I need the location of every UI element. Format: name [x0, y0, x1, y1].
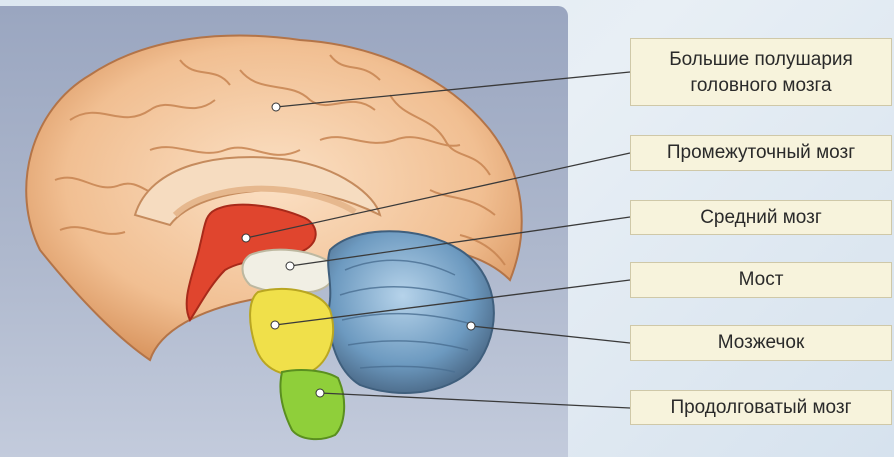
- pons: [250, 289, 333, 375]
- medulla-oblongata: [280, 370, 344, 439]
- midbrain: [243, 250, 334, 293]
- label-cerebral-hemispheres: Большие полушария головного мозга: [630, 38, 892, 106]
- label-medulla-oblongata: Продолговатый мозг: [630, 390, 892, 425]
- label-pons-text: Мост: [631, 268, 891, 292]
- label-midbrain: Средний мозг: [630, 200, 892, 235]
- label-cerebral-hemispheres-line1: Большие полушария: [631, 47, 891, 73]
- label-midbrain-text: Средний мозг: [631, 206, 891, 230]
- label-cerebellum-text: Мозжечок: [631, 331, 891, 355]
- label-cerebral-hemispheres-line2: головного мозга: [631, 73, 891, 99]
- label-pons: Мост: [630, 262, 892, 298]
- label-cerebellum: Мозжечок: [630, 325, 892, 361]
- cerebellum: [328, 231, 494, 393]
- label-diencephalon: Промежуточный мозг: [630, 135, 892, 171]
- label-diencephalon-text: Промежуточный мозг: [631, 141, 891, 165]
- label-medulla-oblongata-text: Продолговатый мозг: [631, 396, 891, 420]
